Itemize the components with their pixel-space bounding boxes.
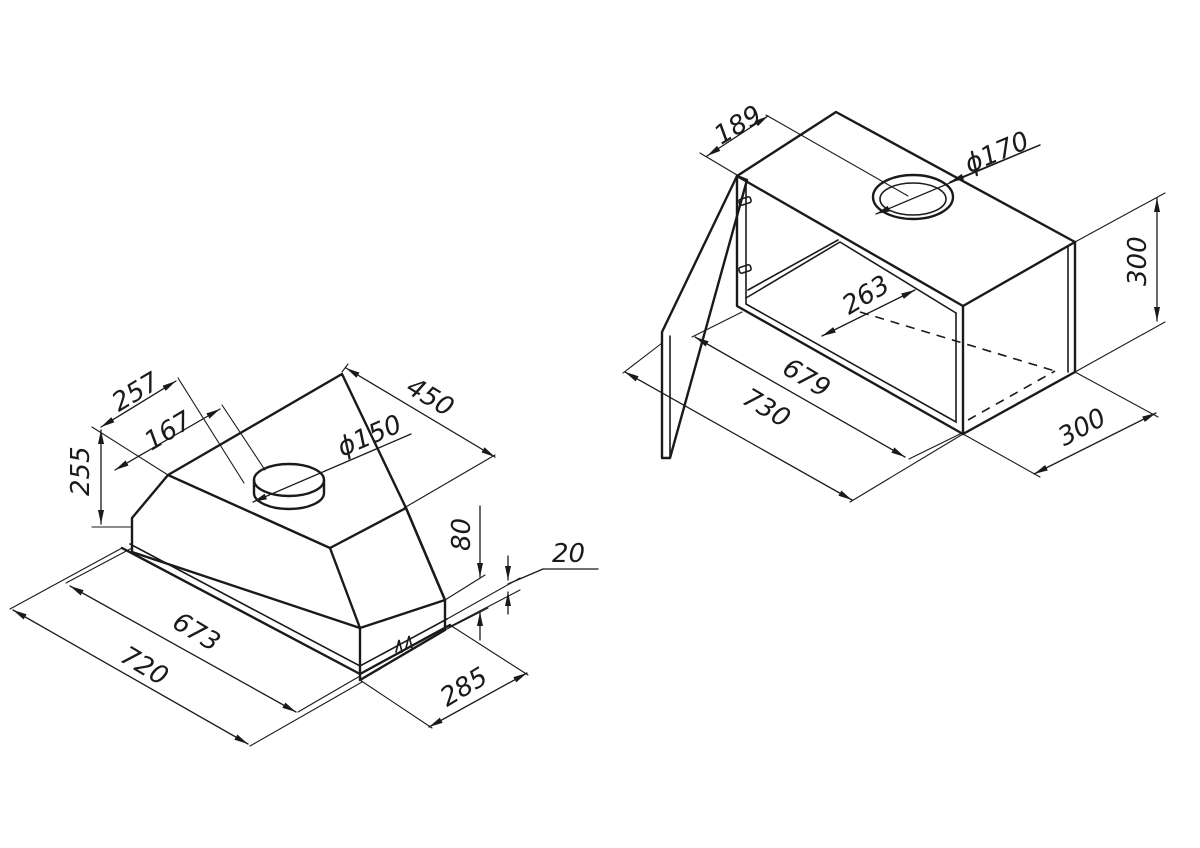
dim-255-label: 255 — [66, 446, 96, 496]
dim-730-label: 730 — [737, 383, 795, 434]
dim-300-depth-label: 300 — [1053, 403, 1111, 453]
hood-switch-marks — [395, 635, 413, 653]
cabinet-door — [660, 174, 749, 460]
cabinet-labels: 189 ϕ170 300 263 679 730 300 — [709, 100, 1153, 453]
cabinet-dimensions — [622, 114, 1166, 503]
dim-300-height-label: 300 — [1123, 236, 1153, 286]
dim-phi170-label: ϕ170 — [960, 126, 1033, 180]
cabinet-duct-opening — [871, 173, 955, 221]
hood-dimensions — [9, 363, 599, 747]
dim-phi150-label: ϕ150 — [333, 410, 406, 464]
dim-80-label: 80 — [447, 518, 477, 551]
dim-257-label: 257 — [107, 367, 165, 419]
dim-679-label: 679 — [777, 353, 835, 404]
dim-189-label: 189 — [709, 100, 767, 151]
dim-673-label: 673 — [167, 607, 225, 658]
cabinet-right-side — [961, 240, 1077, 436]
dim-285-label: 285 — [435, 662, 493, 713]
cabinet-inner-shelf — [745, 239, 957, 314]
dim-450-label: 450 — [401, 372, 459, 423]
hood-top-front-edge — [166, 473, 408, 550]
dim-20-label: 20 — [552, 539, 585, 569]
cabinet-hinges — [738, 196, 752, 274]
hood-front-slope-edge — [328, 546, 362, 630]
cabinet-hidden-bottom — [859, 311, 1056, 421]
dim-167-label: 167 — [139, 405, 197, 457]
hood-base-rail-inner — [129, 543, 448, 667]
